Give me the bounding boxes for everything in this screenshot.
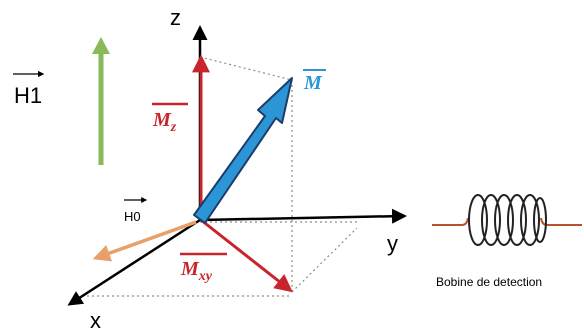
x-axis <box>67 218 201 306</box>
h1-label: H1 <box>14 83 42 108</box>
detection-coil <box>432 194 582 246</box>
guide-lines <box>82 56 358 297</box>
y-axis <box>199 208 407 224</box>
mz-label-subscript: z <box>170 120 177 135</box>
m-label: M <box>303 72 323 94</box>
y-axis-label: y <box>387 231 398 256</box>
mxy-component-arrow <box>200 218 293 293</box>
coil-caption: Bobine de detection <box>436 275 542 289</box>
mxy-label-main: M <box>180 258 200 280</box>
mz-label: Mz <box>152 109 177 135</box>
magnetization-vector-arrow <box>193 77 293 224</box>
mxy-label: Mxy <box>180 258 213 284</box>
z-axis-label: z <box>170 5 181 30</box>
h1-field-arrow <box>92 37 110 165</box>
h0-label: H0 <box>124 209 141 224</box>
h0-field-arrow <box>92 220 197 262</box>
x-axis-label: x <box>90 308 101 330</box>
mxy-label-subscript: xy <box>198 269 213 284</box>
mz-label-main: M <box>152 109 172 131</box>
